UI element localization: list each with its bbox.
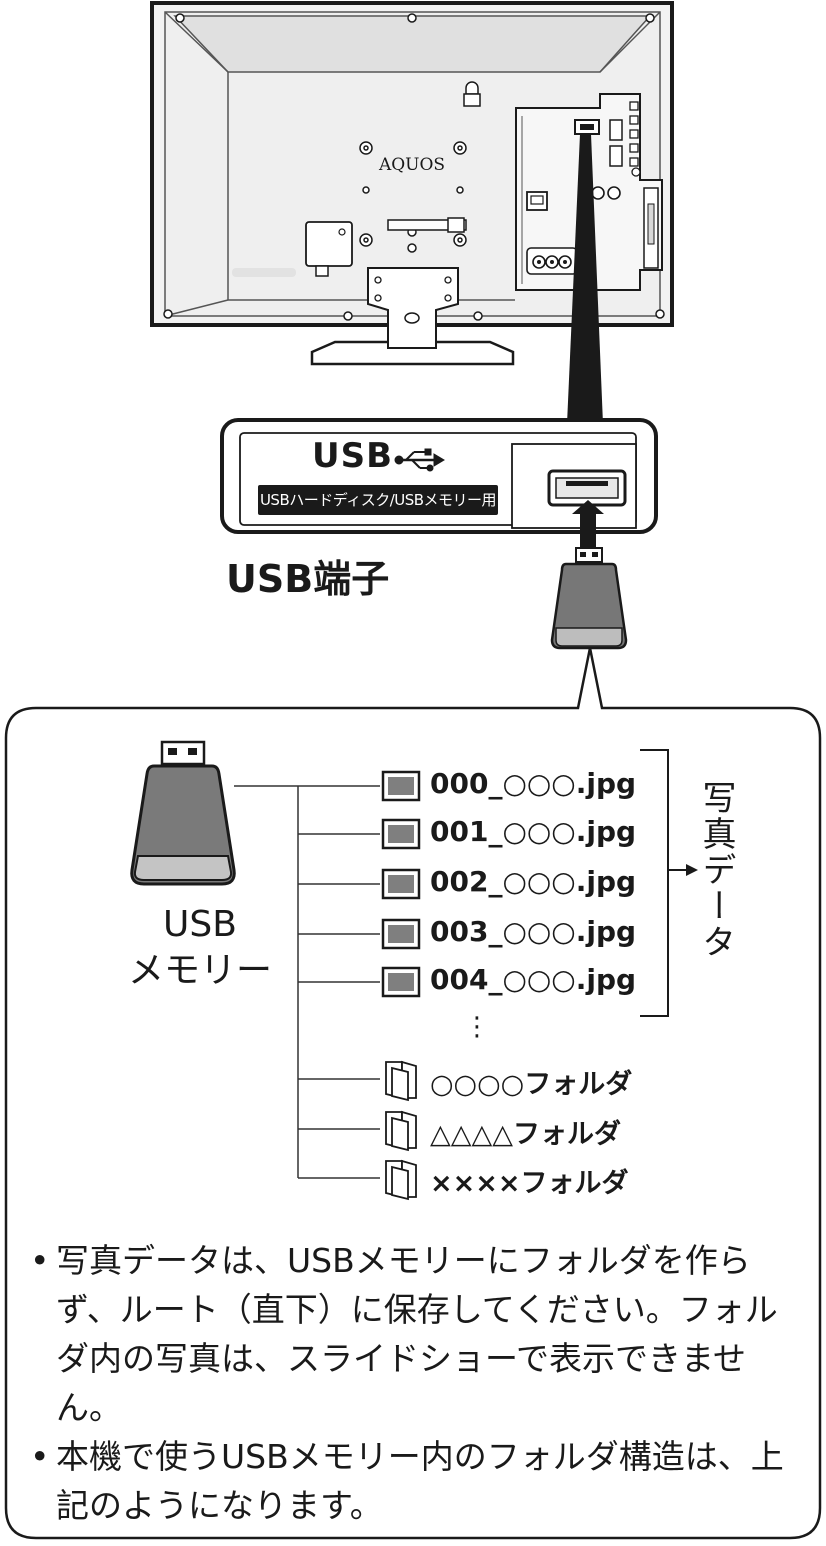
bullet: • bbox=[30, 1437, 50, 1476]
usb-stick-insert bbox=[550, 547, 628, 650]
callout-wedge bbox=[567, 134, 603, 424]
insert-arrow bbox=[572, 500, 604, 548]
folder-name: ××××フォルダ bbox=[430, 1168, 629, 1199]
tv-stand-base bbox=[310, 340, 515, 366]
folder-icon bbox=[385, 1060, 417, 1102]
photo-data-bracket bbox=[640, 749, 688, 1017]
image-file-icon bbox=[381, 818, 421, 850]
tree-lines bbox=[234, 785, 380, 1179]
usb-memory-icon bbox=[130, 740, 236, 886]
photo-data-arrow bbox=[686, 864, 698, 876]
usb-port-title: USB bbox=[312, 436, 394, 476]
image-file-icon bbox=[381, 868, 421, 900]
more-files-ellipsis: ⋮ bbox=[464, 1012, 490, 1042]
tv-brand-logo: AQUOS bbox=[378, 155, 445, 175]
power-module bbox=[305, 221, 353, 267]
usb-memory-label: USB メモリー bbox=[100, 902, 300, 994]
file-icons bbox=[381, 770, 421, 998]
photo-data-label: 写真データ bbox=[696, 780, 736, 960]
file-name: 001_○○○.jpg bbox=[430, 815, 637, 848]
image-file-icon bbox=[381, 966, 421, 998]
usb-memory-label-line1: USB bbox=[163, 904, 237, 945]
file-name: 002_○○○.jpg bbox=[430, 865, 637, 898]
usb-port-badge: USBハードディスク/USBメモリー用 bbox=[258, 485, 498, 515]
note-item: • 本機で使うUSBメモリー内のフォルダ構造は、上記のようになります。 bbox=[30, 1432, 806, 1530]
tv-stand-neck bbox=[367, 267, 459, 349]
usb-port-caption: USB端子 bbox=[226, 557, 390, 601]
file-name: 004_○○○.jpg bbox=[430, 963, 637, 996]
usb-symbol-icon bbox=[394, 448, 445, 472]
file-name: 000_○○○.jpg bbox=[430, 767, 637, 800]
note-text: 本機で使うUSBメモリー内のフォルダ構造は、上記のようになります。 bbox=[56, 1437, 784, 1525]
usb-memory-label-line2: メモリー bbox=[127, 950, 272, 991]
file-name: 003_○○○.jpg bbox=[430, 915, 637, 948]
folder-name: ○○○○フォルダ bbox=[430, 1069, 633, 1100]
image-file-icon bbox=[381, 770, 421, 802]
image-file-icon bbox=[381, 918, 421, 950]
note-text: 写真データは、USBメモリーにフォルダを作らず、ルート（直下）に保存してください… bbox=[56, 1241, 778, 1427]
folder-icons bbox=[385, 1060, 417, 1201]
notes-list: • 写真データは、USBメモリーにフォルダを作らず、ルート（直下）に保存してくだ… bbox=[30, 1236, 806, 1530]
bullet: • bbox=[30, 1241, 50, 1280]
note-item: • 写真データは、USBメモリーにフォルダを作らず、ルート（直下）に保存してくだ… bbox=[30, 1236, 806, 1432]
folder-icon bbox=[385, 1159, 417, 1201]
folder-name: △△△△フォルダ bbox=[430, 1119, 622, 1150]
folder-icon bbox=[385, 1110, 417, 1152]
